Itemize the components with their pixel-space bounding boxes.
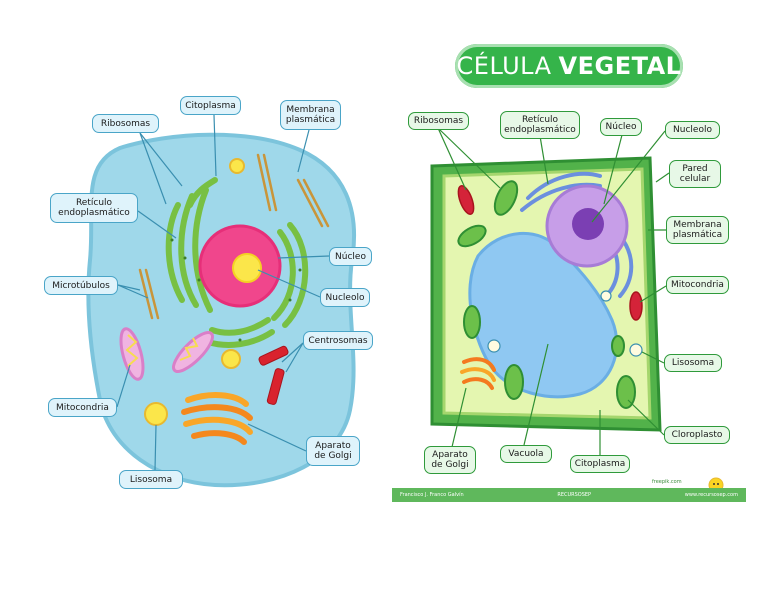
label-vacuola-plant: Vacuola	[500, 445, 552, 463]
label-citoplasma-plant: Citoplasma	[570, 455, 630, 473]
animal-nucleolus	[232, 253, 262, 283]
label-lisosoma-plant: Lisosoma	[664, 354, 722, 372]
plant-mitochondria	[629, 291, 643, 321]
plant-footer-bar: Francisco J. Franco Galvín RECURSOSEP ww…	[392, 488, 746, 502]
animal-centrosomes	[258, 345, 289, 405]
label-nucleo-plant: Núcleo	[600, 118, 642, 136]
plant-lysosome	[629, 343, 643, 357]
logo-text: freepik.com	[652, 479, 682, 485]
label-citoplasma-animal: Citoplasma	[180, 96, 241, 115]
plant-leader-lines	[437, 127, 670, 455]
plant-cell-title: CÉLULA VEGETAL	[455, 44, 683, 88]
microtubules	[138, 153, 330, 320]
freepik-logo: freepik.com	[652, 479, 682, 485]
label-mitocondria-animal: Mitocondria	[48, 398, 117, 417]
label-centrosomas-animal: Centrosomas	[303, 331, 373, 350]
title-light: CÉLULA	[456, 52, 552, 80]
animal-cell-diagram	[86, 114, 357, 488]
plant-lysosome	[487, 339, 501, 353]
animal-golgi	[181, 392, 253, 445]
ribosomes	[170, 238, 302, 342]
label-cloroplasto-plant: Cloroplasto	[664, 426, 730, 444]
label-pared-plant: Pared celular	[669, 160, 721, 188]
label-golgi-plant: Aparato de Golgi	[424, 446, 476, 474]
animal-leader-lines	[116, 114, 330, 471]
footer-brand: RECURSOSEP	[557, 492, 592, 498]
label-reticulo-plant: Retículo endoplasmático	[500, 111, 580, 139]
label-nucleolo-plant: Nucleolo	[665, 121, 720, 139]
title-bold: VEGETAL	[558, 52, 682, 80]
label-lisosoma-animal: Lisosoma	[119, 470, 183, 489]
label-membrana-plant: Membrana plasmática	[666, 216, 729, 244]
footer-author: Francisco J. Franco Galvín	[400, 492, 464, 498]
plant-mitochondria	[457, 185, 475, 215]
animal-mitochondria	[119, 327, 214, 381]
label-ribosomas-animal: Ribosomas	[92, 114, 159, 133]
label-membrana-animal: Membrana plasmática	[280, 100, 341, 130]
rough-er	[165, 177, 309, 348]
plant-golgi	[460, 357, 496, 390]
label-nucleo-animal: Núcleo	[329, 247, 372, 266]
plant-chloroplasts	[457, 180, 636, 409]
label-mitocondria-plant: Mitocondria	[666, 276, 729, 294]
label-reticulo-animal: Retículo endoplasmático	[50, 193, 138, 223]
label-nucleolo-animal: Nucleolo	[320, 288, 370, 307]
animal-lysosome	[229, 158, 245, 174]
label-microtubulos-animal: Microtúbulos	[44, 276, 118, 295]
animal-lysosome	[221, 349, 241, 369]
label-ribosomas-plant: Ribosomas	[408, 112, 469, 130]
animal-lysosome	[144, 402, 168, 426]
plant-cell-diagram	[392, 100, 746, 488]
label-golgi-animal: Aparato de Golgi	[306, 436, 360, 466]
plant-nucleolus	[572, 208, 604, 240]
plant-lysosome	[600, 290, 612, 302]
footer-site: www.recursosep.com	[684, 492, 738, 498]
